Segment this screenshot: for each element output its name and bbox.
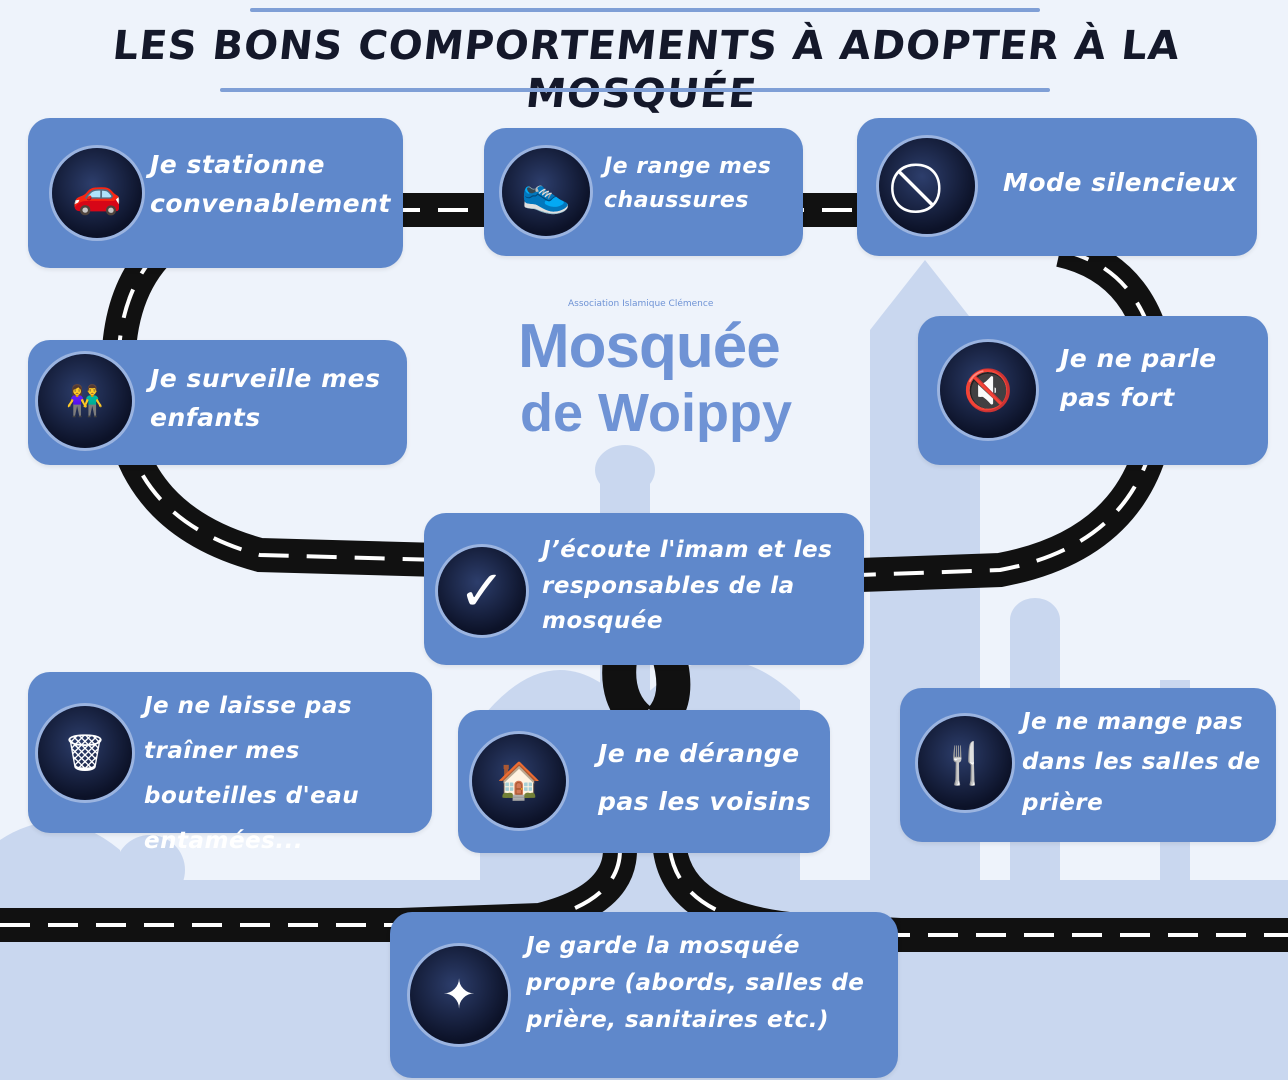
title-rule-bottom	[220, 88, 1050, 92]
page-title: LES BONS COMPORTEMENTS À ADOPTER À LA MO…	[110, 23, 1183, 117]
card-bottles: 🗑 Je ne laisse pas traîner mes bouteille…	[28, 672, 432, 854]
trash-bin-icon: 🗑	[38, 706, 132, 800]
card-shoes: 👟 Je range mes chaussures	[484, 128, 803, 256]
no-loud-talking-icon: 🔇	[940, 342, 1036, 438]
card-clean: ✦ Je garde la mosquée propre (abords, sa…	[390, 912, 898, 1078]
card-text: Je garde la mosquée propre (abords, sall…	[526, 933, 865, 1033]
card-text: Je ne dérange pas les voisins	[598, 739, 812, 816]
card-no-food: 🍴 Je ne mange pas dans les salles de pri…	[900, 688, 1276, 842]
card-parking: 🚗 Je stationne convenablement	[28, 118, 403, 268]
card-no-loud: 🔇 Je ne parle pas fort	[918, 316, 1268, 465]
card-neighbors: 🏠 Je ne dérange pas les voisins	[458, 710, 830, 853]
parking-car-icon: 🚗	[52, 148, 142, 238]
card-children: 👫 Je surveille mes enfants	[28, 340, 407, 465]
card-text: Je range mes chaussures	[604, 154, 772, 214]
logo-line1: Mosquée	[518, 312, 781, 381]
card-text: Je ne laisse pas traîner mes bouteilles …	[144, 693, 360, 854]
logo-association: Association Islamique Clémence	[568, 299, 714, 309]
neighbors-icon: 🏠	[472, 734, 566, 828]
no-phone-icon: ⃠	[879, 138, 975, 234]
shoe-icon: 👟	[502, 148, 590, 236]
card-listen-imam: ✓ J’écoute l'imam et les responsables de…	[424, 513, 864, 665]
card-silent: ⃠ Mode silencieux	[857, 118, 1257, 256]
logo: Association Islamique Clémence Mosquée d…	[510, 300, 800, 450]
children-icon: 👫	[38, 354, 132, 448]
card-text: Je stationne convenablement	[150, 150, 391, 218]
card-text: J’écoute l'imam et les responsables de l…	[542, 537, 833, 635]
title-rule-top	[250, 8, 1040, 12]
card-text: Je ne parle pas fort	[1060, 344, 1217, 412]
checkmark-icon: ✓	[438, 547, 526, 635]
card-text: Je ne mange pas dans les salles de prièr…	[1022, 709, 1261, 816]
card-text: Mode silencieux	[1003, 168, 1238, 197]
sparkles-icon: ✦	[410, 946, 508, 1044]
logo-line2: de Woippy	[520, 383, 793, 443]
no-food-icon: 🍴	[918, 716, 1012, 810]
card-text: Je surveille mes enfants	[150, 364, 381, 432]
